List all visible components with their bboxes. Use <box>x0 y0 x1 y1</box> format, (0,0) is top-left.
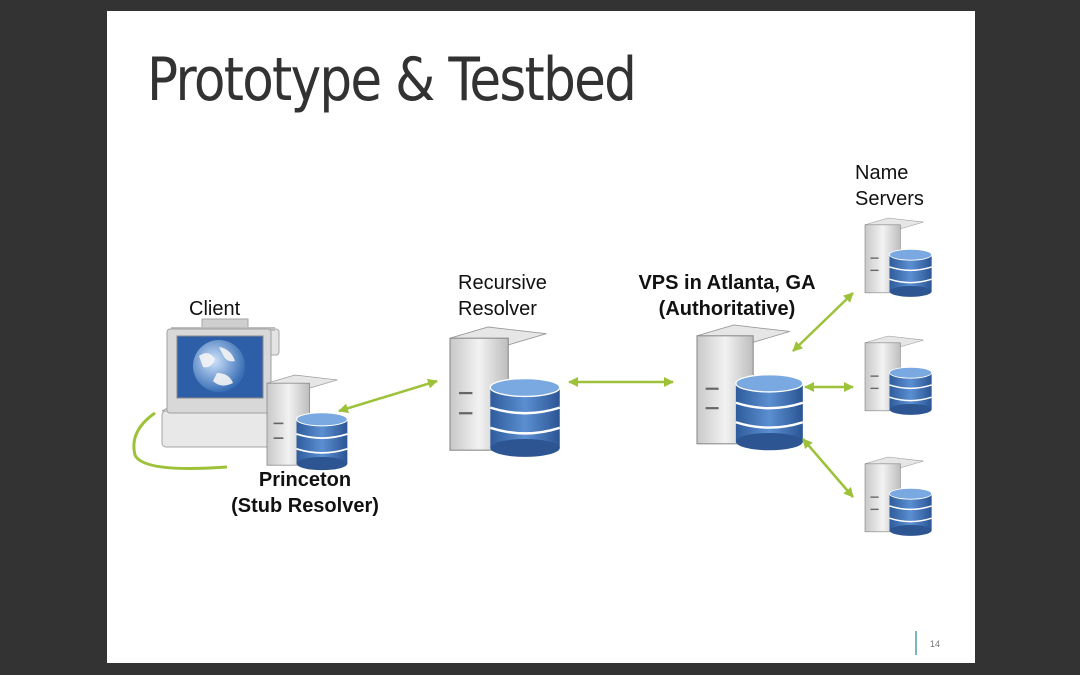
recursive-resolver-server-icon <box>448 325 561 459</box>
name-server-1-icon <box>864 217 933 298</box>
network-diagram <box>132 217 933 537</box>
stub-resolver-label-line2: (Stub Resolver) <box>231 495 379 517</box>
arrow-authoritative-to-ns3 <box>802 438 854 498</box>
stub-resolver-label-line1: Princeton <box>258 469 352 491</box>
arrow-stub-to-recursive <box>338 378 438 414</box>
authoritative-server-icon <box>695 323 805 452</box>
client-label: Client <box>189 298 241 320</box>
authoritative-label-line1: VPS in Atlanta, GA <box>638 272 816 294</box>
recursive-resolver-label-line1: Recursive <box>458 272 547 294</box>
authoritative-label-line2: (Authoritative) <box>658 298 796 320</box>
name-server-2-icon <box>864 335 933 416</box>
mouse-cable <box>132 411 228 470</box>
page-number: 14 <box>930 639 941 649</box>
name-servers-label-line1: Name <box>855 162 909 184</box>
name-servers-label-line2: Servers <box>855 188 924 210</box>
recursive-resolver-label-line2: Resolver <box>458 298 537 320</box>
arrow-authoritative-to-ns1 <box>792 292 854 352</box>
globe-icon <box>193 340 245 392</box>
stub-resolver-server-icon <box>266 374 349 472</box>
name-server-3-icon <box>864 456 933 537</box>
slide: Prototype & Testbed <box>107 11 975 663</box>
slide-title: Prototype & Testbed <box>147 45 637 115</box>
client-computer-icon <box>132 318 294 470</box>
page-number-rule <box>915 631 917 655</box>
